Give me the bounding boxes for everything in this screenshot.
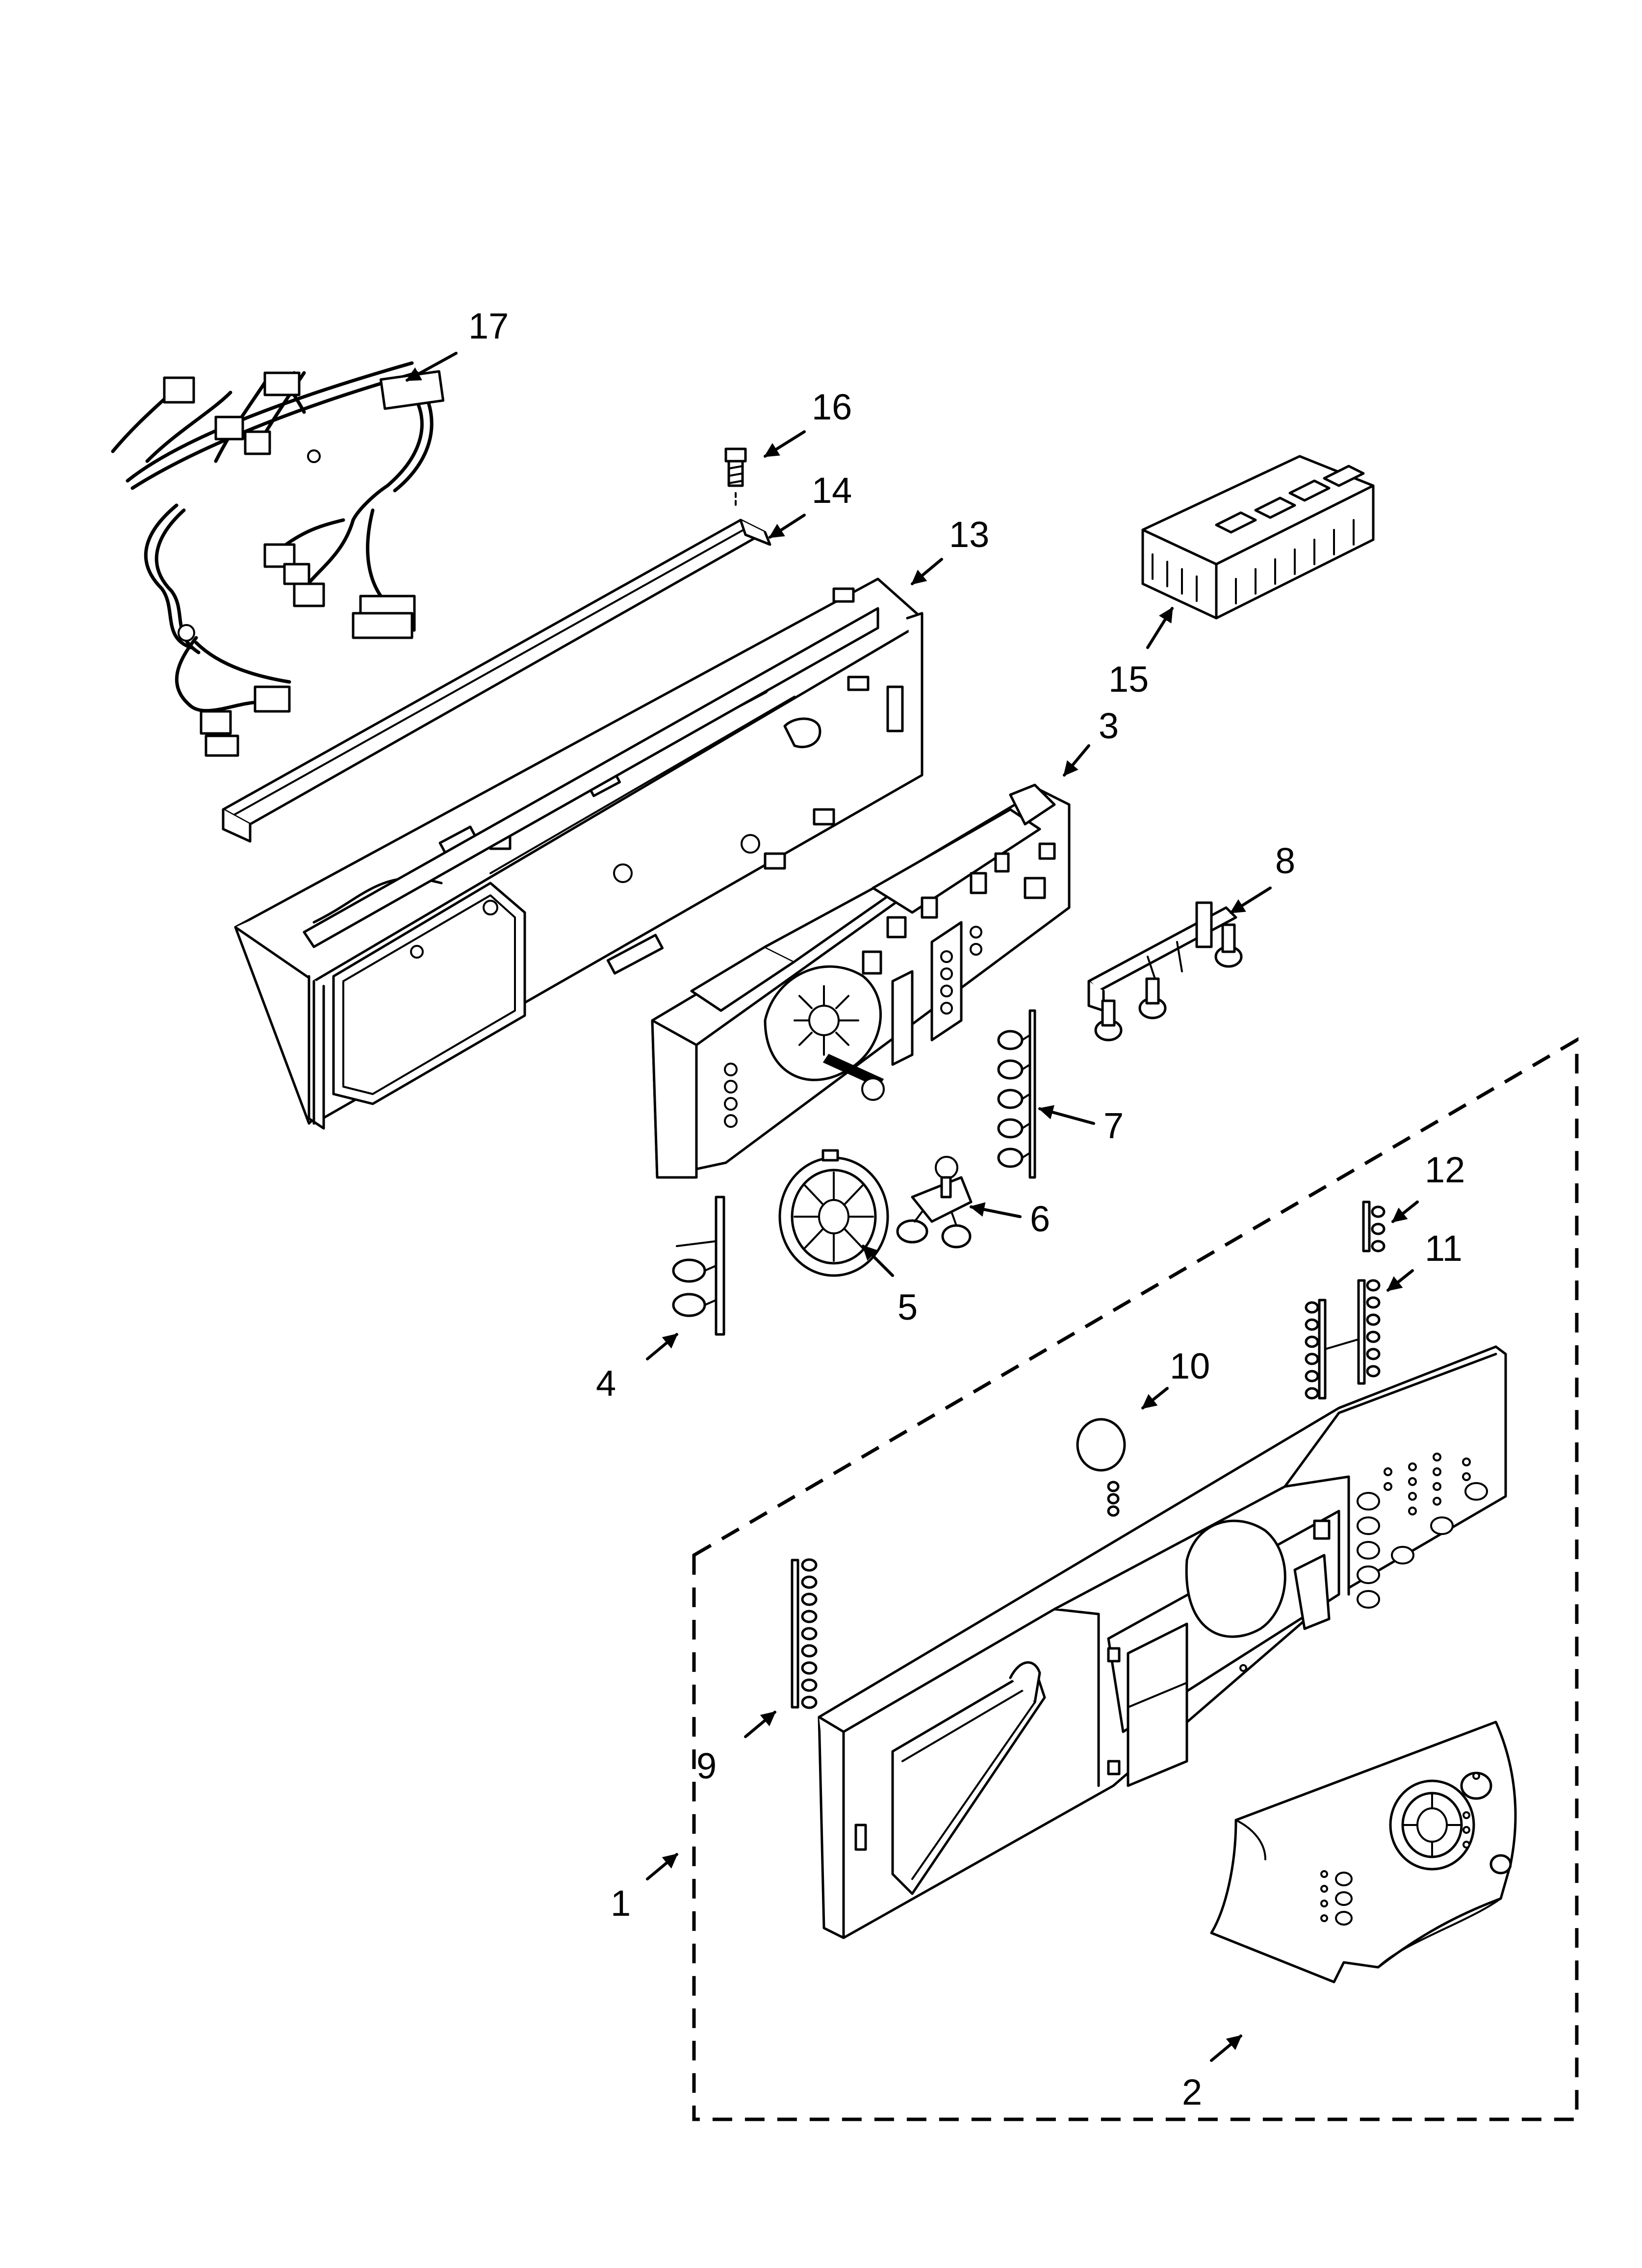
button-bracket (1087, 901, 1243, 1042)
console-panel (818, 1345, 1507, 1939)
callout-3: 3 (1099, 705, 1119, 746)
callout-15: 15 (1108, 659, 1149, 700)
console-panel-group (692, 1037, 1579, 2121)
board-led-column (724, 926, 982, 1128)
console-button-holes (1357, 1453, 1488, 1609)
callout-7: 7 (1103, 1105, 1124, 1146)
callout-labels: 17 16 14 13 15 3 8 7 6 5 4 12 11 10 9 1 … (468, 306, 1465, 2112)
callout-4: 4 (596, 1363, 616, 1404)
callout-14: 14 (812, 470, 852, 511)
switch-bracket (896, 1156, 973, 1249)
leader-lines (406, 352, 1419, 2062)
callout-5: 5 (898, 1287, 918, 1328)
mounting-rail (222, 519, 771, 843)
wire-harness (111, 361, 445, 757)
callout-10: 10 (1170, 1346, 1210, 1386)
button-strip-12 (1362, 1200, 1385, 1252)
button-strip-7 (997, 1009, 1036, 1179)
callout-11: 11 (1425, 1228, 1462, 1269)
callout-9: 9 (696, 1746, 717, 1786)
console-frame (234, 577, 924, 1130)
button-strip-9 (791, 1558, 818, 1709)
callout-1: 1 (611, 1883, 631, 1924)
callout-17: 17 (468, 306, 509, 346)
selector-dial (778, 1149, 889, 1277)
control-board-assembly (651, 783, 1071, 1179)
callout-13: 13 (949, 514, 989, 555)
callout-6: 6 (1030, 1199, 1050, 1239)
callout-2: 2 (1182, 2072, 1202, 2112)
control-module (1141, 455, 1375, 620)
button-strip-11 (1305, 1279, 1381, 1400)
button-strip-4 (672, 1196, 725, 1336)
callout-8: 8 (1275, 840, 1295, 881)
callout-12: 12 (1425, 1149, 1465, 1190)
callout-16: 16 (812, 387, 852, 427)
indicator-lens (1076, 1418, 1126, 1517)
console-cover (1210, 1721, 1517, 1983)
screw (724, 447, 747, 506)
